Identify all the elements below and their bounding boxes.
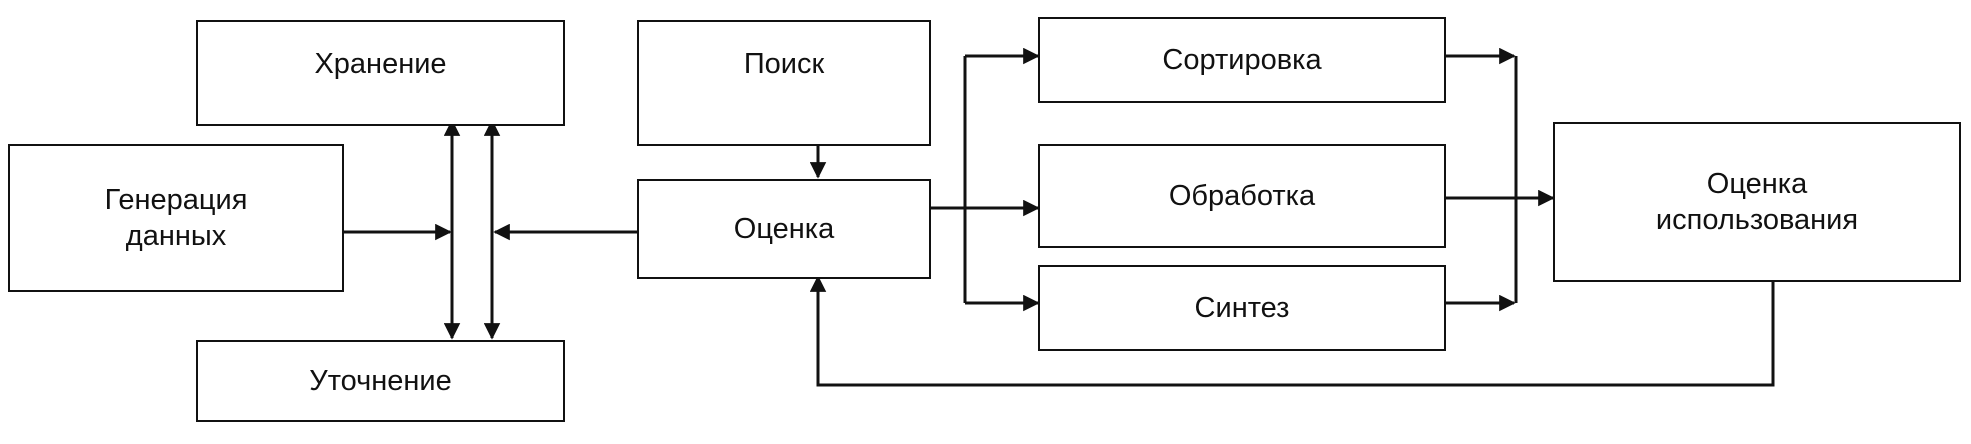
evaluation-label: Оценка — [733, 213, 835, 245]
search-box: Поиск — [637, 20, 931, 146]
processing-label: Обработка — [1168, 180, 1316, 212]
refinement-label: Уточнение — [309, 365, 452, 397]
generation-label: Генерация данных — [104, 184, 248, 252]
storage-label: Хранение — [314, 48, 447, 80]
search-label: Поиск — [743, 48, 825, 80]
processing-box: Обработка — [1038, 144, 1446, 248]
refinement-box: Уточнение — [196, 340, 565, 422]
evaluation-box: Оценка — [637, 179, 931, 279]
sorting-label: Сортировка — [1162, 44, 1322, 76]
synthesis-label: Синтез — [1194, 292, 1290, 324]
usage-to-evaluation-feedback-arrow — [809, 275, 1775, 387]
generation-box: Генерация данных — [8, 144, 344, 292]
storage-box: Хранение — [196, 20, 565, 126]
synthesis-box: Синтез — [1038, 265, 1446, 351]
usage-evaluation-label: Оценка использования — [1655, 168, 1859, 236]
usage-evaluation-box: Оценка использования — [1553, 122, 1961, 282]
sorting-box: Сортировка — [1038, 17, 1446, 103]
